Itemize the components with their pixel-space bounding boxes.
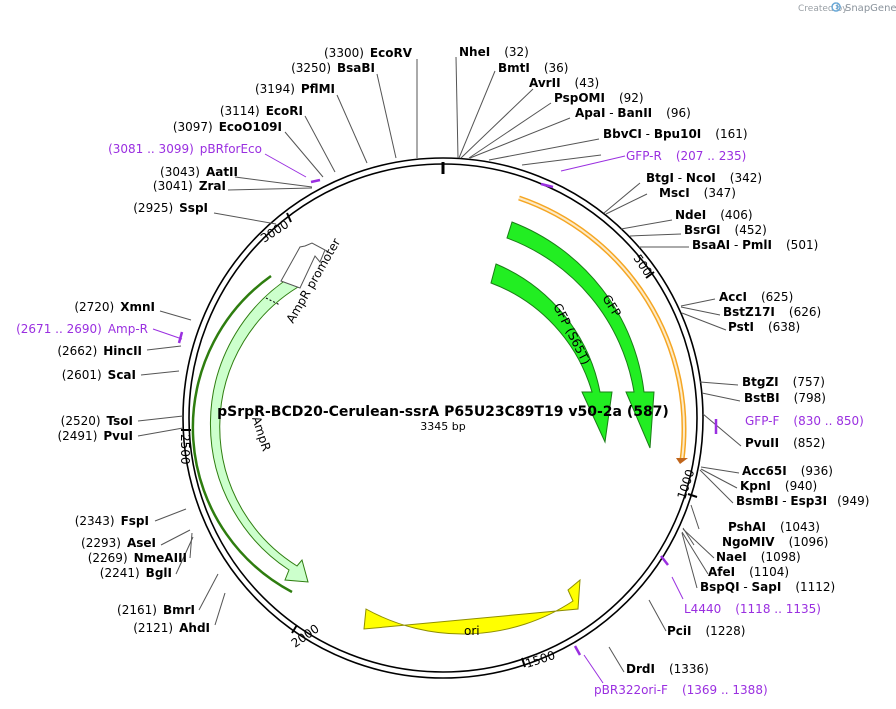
site-label: (2520)TsoI	[61, 414, 133, 428]
site-label: BsmBI - Esp3I(949)	[736, 494, 869, 508]
site-label: BspQI - SapI(1112)	[700, 580, 835, 594]
site-label: PciI(1228)	[667, 624, 745, 638]
site-label: BtgZI(757)	[742, 375, 825, 389]
site-label: BtgI - NcoI(342)	[646, 171, 762, 185]
site-label: (2491)PvuI	[57, 429, 133, 443]
svg-text:1500: 1500	[524, 648, 557, 671]
site-label: (2241)BglI	[100, 566, 172, 580]
site-labels-left: (3300)EcoRV (3250)BsaBI (3194)PflMI (311…	[57, 46, 412, 635]
feature-amp-r[interactable]: AmpR	[191, 274, 309, 594]
primer-label: (2671 .. 2690)Amp-R	[16, 322, 148, 336]
plasmid-title: pSrpR-BCD20-Cerulean-ssrA P65U23C89T19 v…	[217, 404, 669, 420]
site-label: Acc65I(936)	[742, 464, 833, 478]
site-label: MscI(347)	[659, 186, 736, 200]
site-label: ApaI - BanII(96)	[575, 106, 691, 120]
feature-ori[interactable]: ori	[363, 578, 581, 638]
primer-label: GFP-R(207 .. 235)	[626, 149, 746, 163]
site-label: (3250)BsaBI	[291, 61, 375, 75]
site-label: PvuII(852)	[745, 436, 825, 450]
site-label: KpnI(940)	[740, 479, 817, 493]
site-label: AfeI(1104)	[708, 565, 789, 579]
site-label: (2662)HincII	[57, 344, 142, 358]
snapgene-brand: SnapGene	[845, 3, 896, 14]
site-label: AvrII(43)	[529, 76, 599, 90]
primer-labels: (3081 .. 3099)pBRforEco (2671 .. 2690)Am…	[16, 142, 864, 697]
feature-label-ampr: AmpR	[249, 415, 273, 453]
site-label: (2121)AhdI	[133, 621, 210, 635]
site-label: BmtI(36)	[498, 61, 569, 75]
ruler-tick-1500: 1500	[521, 648, 557, 671]
site-label: PstI(638)	[728, 320, 800, 334]
site-label: (3300)EcoRV	[324, 46, 413, 60]
site-label: (2161)BmrI	[117, 603, 195, 617]
feature-label-gfp-s65t: GFP (S65T)	[550, 301, 593, 367]
site-label: BstZ17I(626)	[723, 305, 821, 319]
site-label: (3114)EcoRI	[220, 104, 303, 118]
site-label: NdeI(406)	[675, 208, 753, 222]
feature-label-ori: ori	[464, 624, 480, 638]
snapgene-logo-icon	[831, 2, 841, 12]
site-labels-right: NheI(32) BmtI(36) AvrII(43) PspOMI(92) A…	[459, 45, 869, 676]
ruler-tick-500: 500	[631, 252, 655, 279]
site-label: PshAI(1043)	[728, 520, 820, 534]
site-label: (3043)AatII	[160, 165, 238, 179]
site-label: AccI(625)	[719, 290, 793, 304]
site-label: NheI(32)	[459, 45, 529, 59]
site-label: BstBI(798)	[744, 391, 826, 405]
site-label: DrdI(1336)	[626, 662, 709, 676]
site-label: BsrGI(452)	[684, 223, 767, 237]
feature-ampr-promoter[interactable]: AmpR promoter	[265, 236, 343, 326]
feature-orange-arc	[518, 195, 688, 464]
site-label: NaeI(1098)	[716, 550, 801, 564]
site-label: (2293)AseI	[81, 536, 156, 550]
site-label: (2601)ScaI	[62, 368, 136, 382]
svg-text:2500: 2500	[178, 434, 192, 465]
site-label: (3041)ZraI	[153, 179, 226, 193]
site-label: (2343)FspI	[75, 514, 149, 528]
plasmid-backbone	[182, 157, 704, 679]
site-label: PspOMI(92)	[554, 91, 644, 105]
site-leader-lines	[137, 56, 742, 673]
primer-label: GFP-F(830 .. 850)	[745, 414, 864, 428]
ruler-tick-2500: 2500	[178, 429, 192, 465]
plasmid-length: 3345 bp	[420, 420, 465, 433]
site-label: (2720)XmnI	[74, 300, 155, 314]
site-label: (3194)PflMI	[255, 82, 335, 96]
site-label: BsaAI - PmlI(501)	[692, 238, 818, 252]
site-label: (2269)NmeAIII	[88, 551, 187, 565]
primer-label: (3081 .. 3099)pBRforEco	[108, 142, 262, 156]
site-label: NgoMIV(1096)	[722, 535, 828, 549]
primer-label: L4440(1118 .. 1135)	[684, 602, 821, 616]
primer-label: pBR322ori-F(1369 .. 1388)	[594, 683, 768, 697]
site-label: (2925)SspI	[133, 201, 208, 215]
primer-markers	[152, 153, 718, 684]
created-by-text: Created by	[798, 4, 848, 14]
site-label: BbvCI - Bpu10I(161)	[603, 127, 748, 141]
site-label: (3097)EcoO109I	[173, 120, 282, 134]
